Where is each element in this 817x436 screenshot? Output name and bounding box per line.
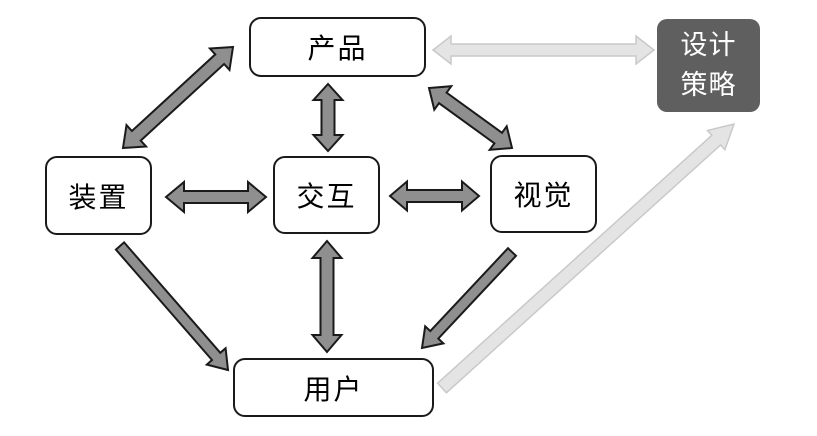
node-visual: 视觉	[490, 155, 597, 233]
node-visual-label: 视觉	[513, 181, 574, 212]
arrow-visual-user	[420, 246, 518, 350]
node-interaction: 交互	[273, 156, 380, 234]
node-user: 用户	[233, 358, 434, 417]
node-design-strategy-line2: 策略	[680, 69, 737, 100]
arrow-product-interaction	[311, 82, 345, 153]
arrow-product-visual	[427, 85, 514, 151]
arrow-device-user	[114, 240, 230, 372]
arrow-user-strategy	[436, 122, 736, 394]
node-product-label: 产品	[307, 34, 368, 65]
node-design-strategy-line1: 设计	[680, 29, 737, 60]
arrow-product-device	[121, 45, 235, 150]
node-device-label: 装置	[68, 182, 129, 214]
node-device: 装置	[45, 156, 152, 235]
arrow-product-strategy	[431, 34, 656, 66]
node-user-label: 用户	[303, 374, 364, 406]
node-interaction-label: 交互	[296, 182, 357, 213]
node-product: 产品	[249, 17, 426, 77]
arrow-interaction-user	[310, 239, 344, 354]
arrow-interaction-visual	[388, 179, 481, 213]
node-design-strategy: 设计 策略	[657, 19, 760, 112]
arrow-device-interaction	[164, 179, 268, 215]
